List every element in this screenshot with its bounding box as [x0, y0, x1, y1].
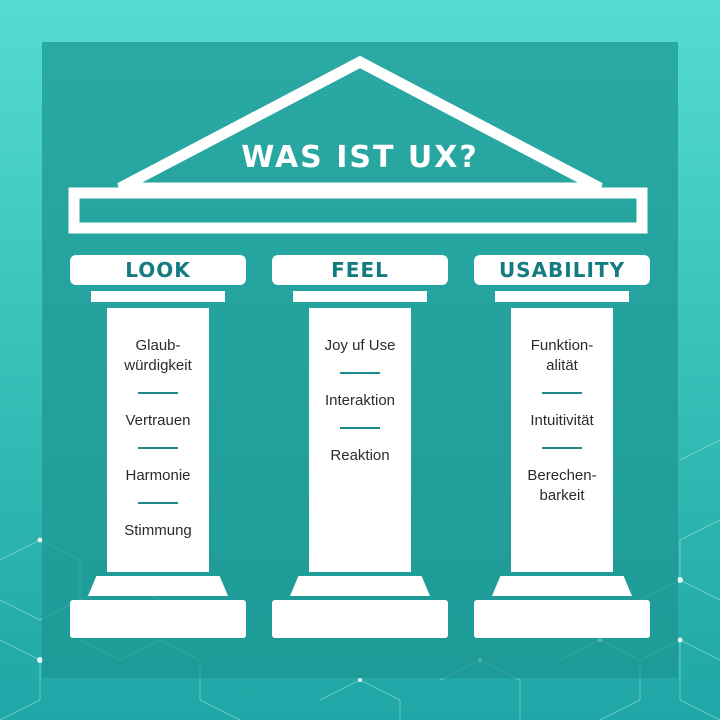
pillar-base-step-usability: [492, 576, 632, 596]
pillar-capital-usability: [495, 291, 629, 302]
item-divider: [542, 447, 582, 449]
pillar-item: Reaktion: [330, 447, 390, 464]
pillar-item: Stimmung: [124, 522, 192, 539]
pillar-item: Glaub- würdigkeit: [124, 337, 192, 374]
pillar-header-look: LOOK: [70, 255, 246, 285]
pillar-item: Berechen- barkeit: [527, 467, 597, 504]
pillar-item: Joy uf Use: [324, 337, 396, 354]
pillar-header-feel: FEEL: [272, 255, 448, 285]
pillar-shaft-look: Glaub- würdigkeit Vertrauen Harmonie Sti…: [107, 308, 209, 572]
pillar-plinth-usability: [474, 600, 650, 638]
pillar-item: Vertrauen: [125, 412, 191, 429]
item-divider: [340, 372, 380, 374]
item-divider: [542, 392, 582, 394]
pillar-plinth-feel: [272, 600, 448, 638]
item-divider: [340, 427, 380, 429]
pillar-header-usability: USABILITY: [474, 255, 650, 285]
pillar-shaft-usability: Funktion- alität Intuitivität Berechen- …: [511, 308, 613, 572]
pillar-item: Interaktion: [324, 392, 396, 409]
item-divider: [138, 502, 178, 504]
pillar-capital-look: [91, 291, 225, 302]
item-divider: [138, 447, 178, 449]
pillar-item: Intuitivität: [530, 412, 594, 429]
pillar-base-step-look: [88, 576, 228, 596]
item-divider: [138, 392, 178, 394]
pillar-plinth-look: [70, 600, 246, 638]
pillar-item: Harmonie: [125, 467, 191, 484]
pillar-capital-feel: [293, 291, 427, 302]
page-title: WAS IST UX?: [241, 140, 479, 175]
pillar-item: Funktion- alität: [530, 337, 594, 374]
pillar-base-step-feel: [290, 576, 430, 596]
pillar-shaft-feel: Joy uf Use Interaktion Reaktion: [309, 308, 411, 572]
